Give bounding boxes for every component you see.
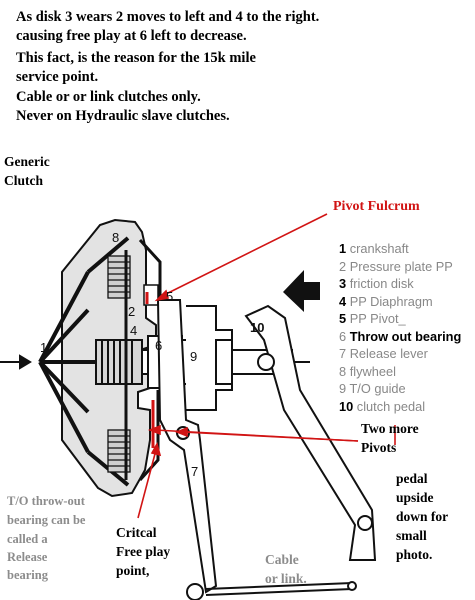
part-number-2: 2 [128, 304, 136, 319]
pedal-note-4: small [396, 528, 427, 543]
clutch-pedal [244, 304, 377, 561]
note-line-3: This fact, is the reason for the 15k mil… [16, 50, 256, 66]
clutch-hub [95, 339, 143, 385]
part-number-8: 8 [112, 230, 120, 245]
generic-label-1: Generic [4, 154, 50, 169]
note-line-1: As disk 3 wears 2 moves to left and 4 to… [16, 9, 320, 25]
cable-link [186, 581, 357, 600]
legend-item-9: 9 T/O guide [339, 381, 406, 396]
legend-item-2: 2 Pressure plate PP [339, 258, 453, 274]
cable-note-1: Cable [265, 552, 299, 567]
to-note-2: bearing can be [7, 513, 86, 527]
legend-item-3: 3 friction disk [339, 276, 414, 291]
legend-item-4: 4 PP Diaphragm [339, 293, 433, 309]
note-line-6: Never on Hydraulic slave clutches. [16, 108, 230, 124]
input-shaft-arrow [0, 354, 32, 370]
pedal-note-5: photo. [396, 547, 433, 562]
legend-item-7: 7 Release lever [339, 346, 428, 361]
legend-item-10: 10 clutch pedal [339, 398, 426, 414]
to-note-5: bearing [7, 568, 48, 582]
pedal-note-2: upside [396, 490, 434, 505]
part-number-1: 1 [40, 340, 48, 355]
part-number-5: 5 [166, 289, 174, 304]
note-line-5: Cable or or link clutches only. [16, 89, 201, 105]
to-note-1: T/O throw-out [7, 494, 85, 508]
critical-note-3: point, [116, 563, 150, 578]
parts-legend: 1 crankshaft 2 Pressure plate PP 3 frict… [339, 240, 461, 415]
legend-item-8: 8 flywheel [339, 363, 396, 379]
pedal-note-1: pedal [396, 471, 428, 486]
note-line-2: causing free play at 6 left to decrease. [16, 28, 247, 44]
annotation-pointers [137, 213, 396, 519]
part-number-10: 10 [250, 320, 265, 335]
pedal-note-3: down for [396, 509, 449, 524]
critical-note-2: Free play [116, 544, 171, 559]
part-number-9: 9 [190, 349, 198, 364]
critical-note-1: Critcal [116, 525, 157, 540]
push-arrow [283, 270, 320, 312]
cable-note-2: or link. [265, 571, 307, 586]
generic-label-2: Clutch [4, 173, 44, 188]
to-note-3: called a [7, 532, 48, 546]
part-number-7: 7 [191, 464, 199, 479]
red-highlights [145, 292, 155, 448]
legend-item-1: 1 crankshaft [339, 241, 409, 256]
legend-item-5: 5 PP Pivot_ [339, 311, 406, 326]
to-note-4: Release [7, 550, 48, 564]
part-number-6: 6 [155, 338, 163, 353]
pivot-fulcrum-label: Pivot Fulcrum [333, 199, 420, 214]
part-number-4: 4 [130, 323, 138, 338]
note-line-4: service point. [16, 69, 99, 85]
two-more-pivots-2: Pivots [361, 440, 397, 455]
two-more-pivots-1: Two more [361, 421, 419, 436]
legend-item-6: 6 Throw out bearing [339, 328, 462, 344]
to-guide [186, 305, 233, 411]
